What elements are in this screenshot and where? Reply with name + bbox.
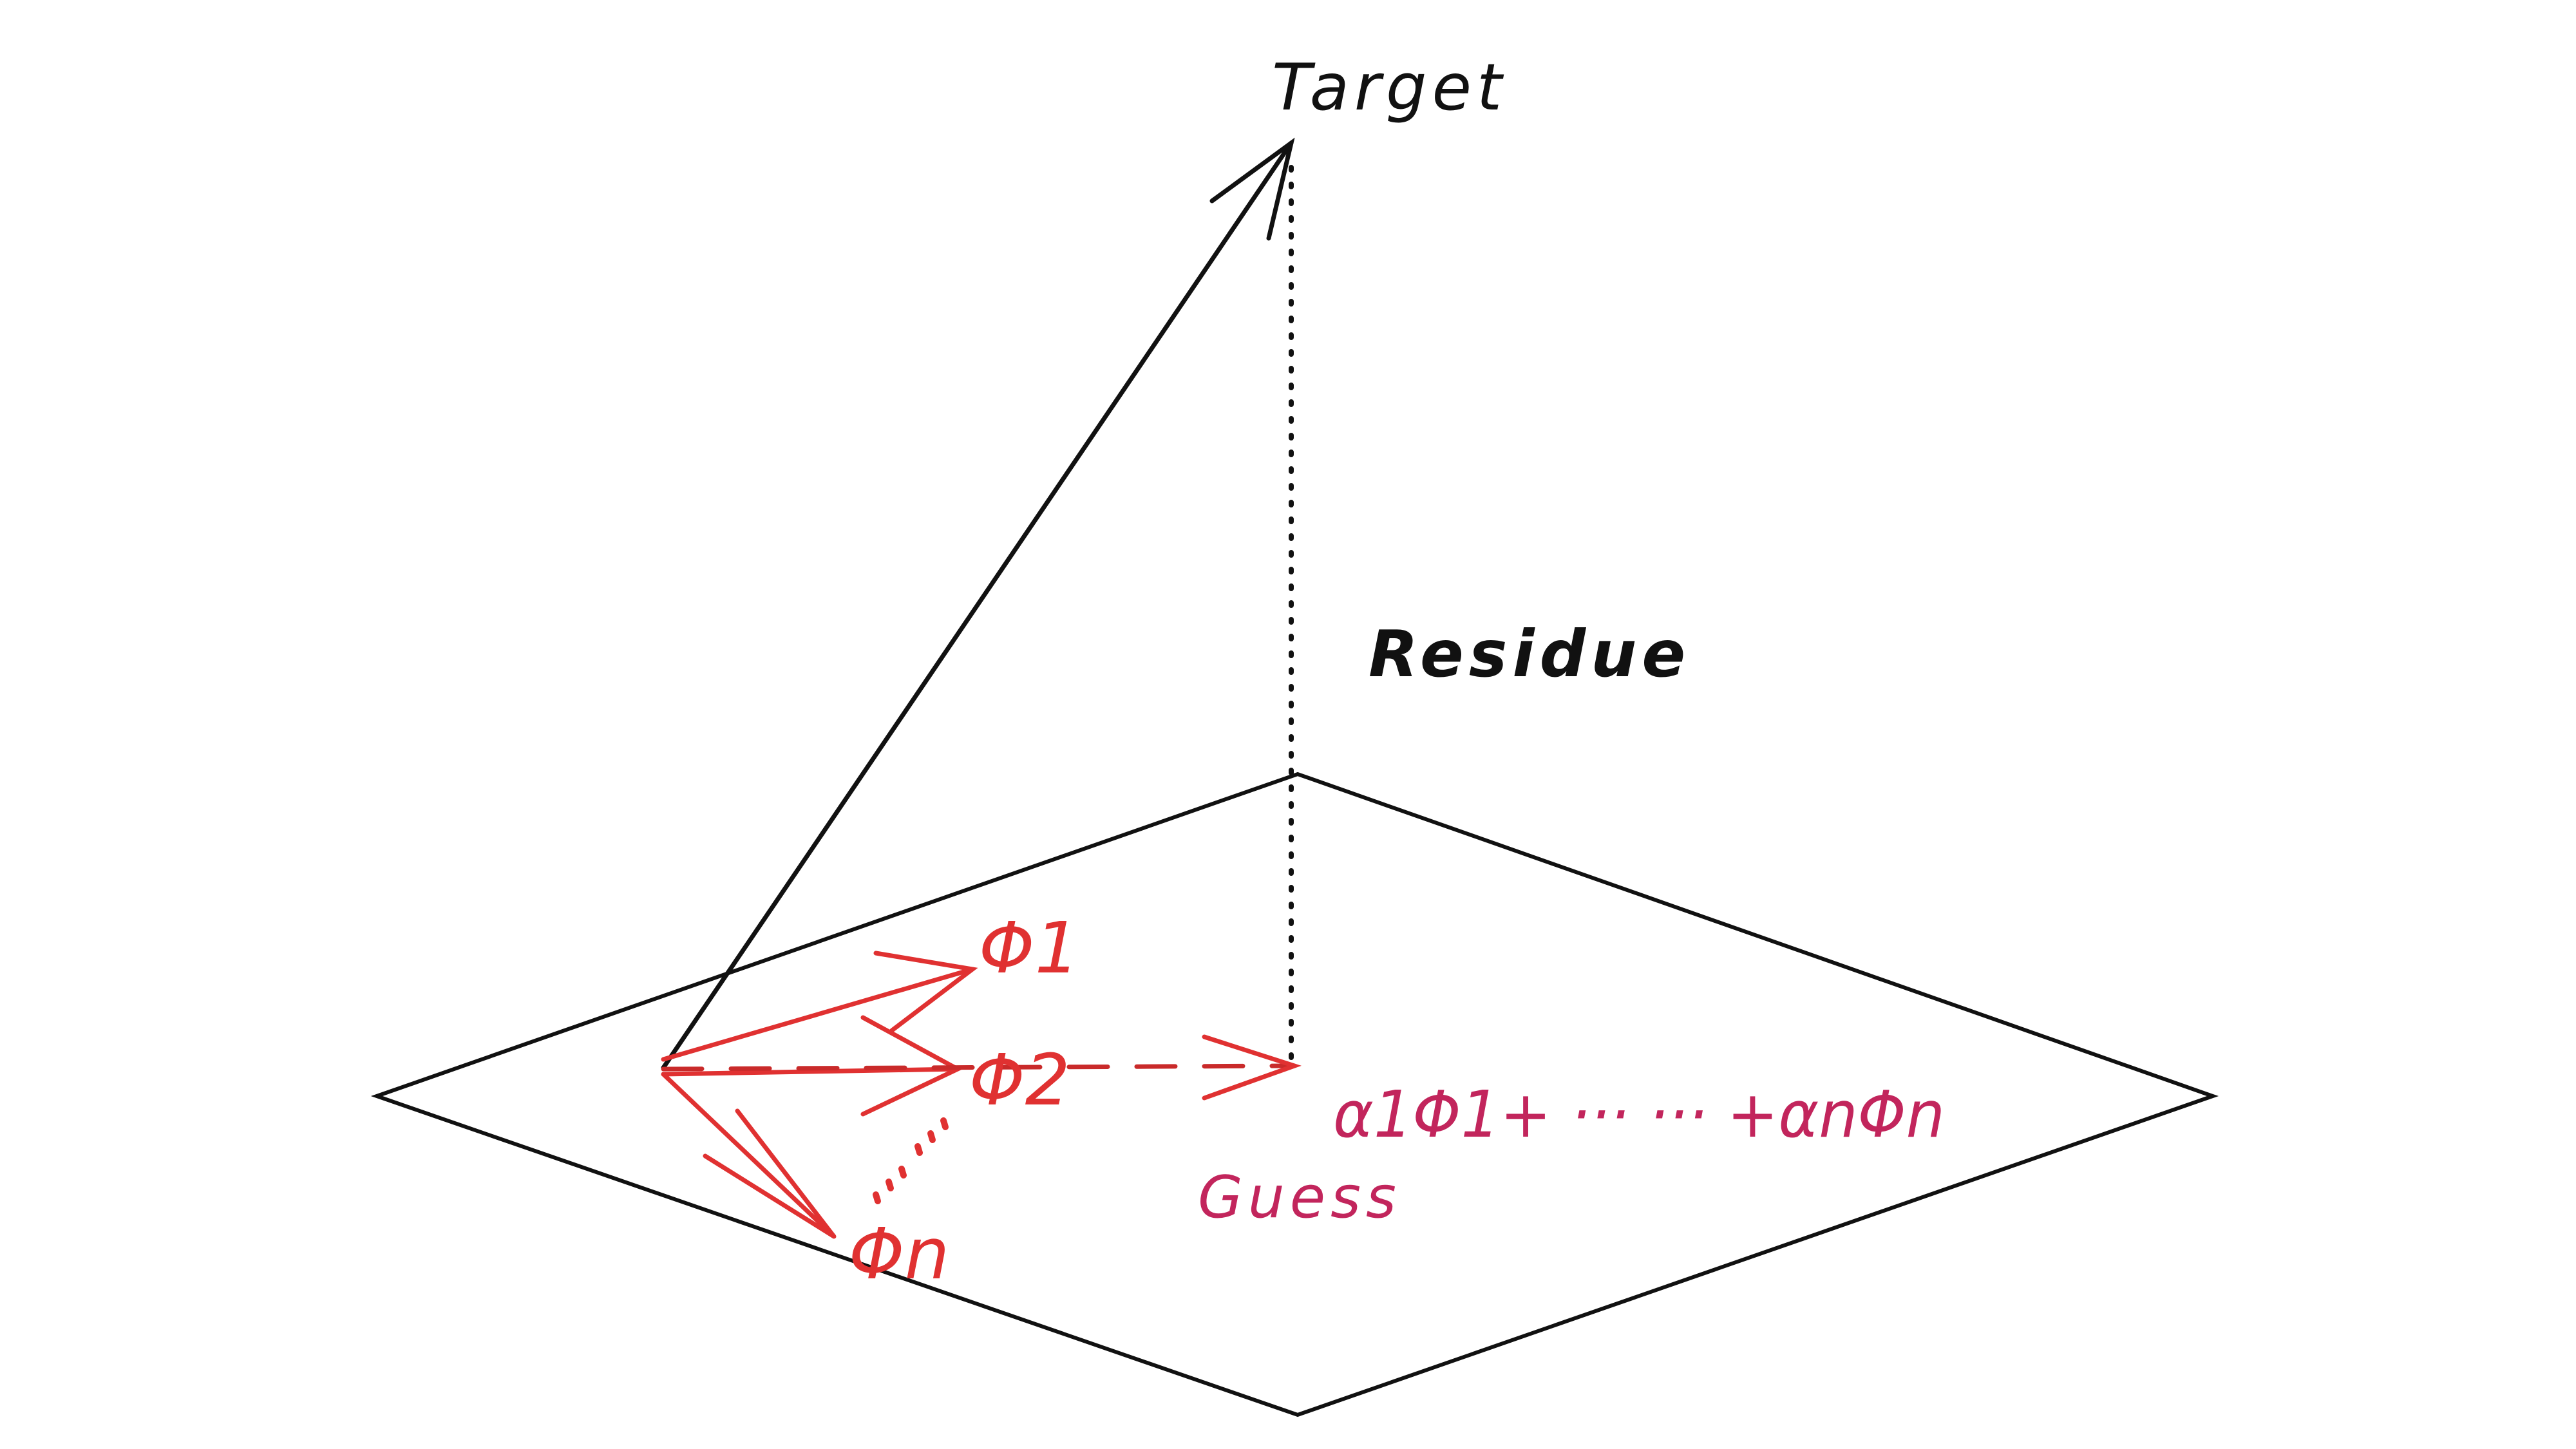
- target-label: Target: [1272, 50, 1507, 125]
- phin-label: Φn: [849, 1213, 949, 1295]
- phi2-vector: [661, 1015, 963, 1117]
- phi1-vector: [661, 951, 978, 1062]
- guess-arrowhead: [1202, 1034, 1302, 1101]
- target-arrowhead: [1209, 137, 1295, 241]
- linear-combination-formula: α1Φ1+ ··· ··· +αnΦn: [1333, 1077, 1945, 1152]
- basis-vectors: [661, 951, 1302, 1239]
- phi2-label: Φ2: [969, 1039, 1070, 1121]
- target-vector: [661, 137, 1295, 1070]
- ellipsis-dots: [873, 1117, 949, 1204]
- guess-label: Guess: [1198, 1164, 1401, 1231]
- residue-label: Residue: [1368, 616, 1690, 692]
- phin-vector: [661, 1072, 837, 1239]
- subspace-plane: [370, 772, 2219, 1417]
- phi1-label: Φ1: [979, 907, 1080, 989]
- guess-dashed-line: [661, 1063, 1294, 1072]
